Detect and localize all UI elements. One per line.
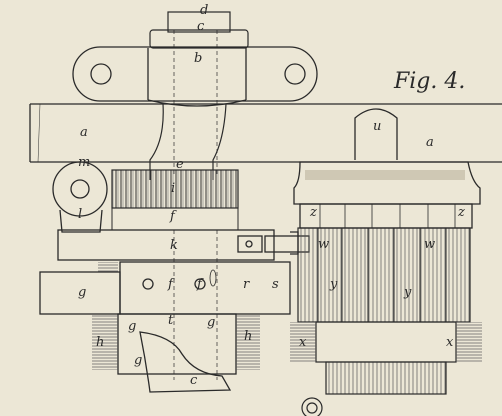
label-h-mid: h — [244, 329, 252, 344]
gear-wheel-i — [111, 169, 239, 231]
label-g-small-right: g — [207, 315, 215, 330]
label-g-small-left: g — [128, 319, 136, 334]
label-k: k — [170, 238, 178, 253]
label-b: b — [194, 51, 202, 66]
label-z-right: z — [457, 205, 465, 220]
label-l: l — [78, 207, 82, 222]
label-w-right: w — [424, 237, 435, 252]
label-x-right: x — [446, 335, 454, 350]
lower-left-mechanism — [39, 230, 291, 393]
label-g-bottom: g — [134, 353, 142, 368]
label-a-left: a — [80, 125, 88, 140]
label-m: m — [78, 155, 90, 170]
part-labels: d c b a a u e m i l f k z z w w g f f r … — [78, 3, 465, 388]
label-f-lower: f — [167, 277, 175, 292]
frame-bar — [29, 103, 502, 163]
label-f-upper: f — [169, 209, 177, 224]
eye-m — [52, 161, 108, 233]
column — [149, 30, 227, 180]
label-d: d — [200, 3, 208, 18]
label-g-left: g — [78, 285, 86, 300]
comb-assembly — [290, 227, 482, 395]
label-a-right: a — [426, 135, 434, 150]
right-gear-housing — [293, 161, 481, 229]
label-x-left: x — [299, 335, 307, 350]
link-plate — [72, 46, 318, 107]
label-u: u — [373, 119, 381, 134]
label-i: i — [171, 181, 175, 196]
label-t: t — [168, 313, 174, 328]
bearing-u — [354, 108, 398, 160]
label-z-left: z — [309, 205, 317, 220]
label-y-mid: y — [403, 285, 412, 300]
label-r: r — [243, 277, 250, 292]
label-y-left: y — [329, 277, 338, 292]
figure-caption: Fig. 4. — [393, 69, 465, 94]
label-c-bottom: c — [190, 373, 198, 388]
top-spindle — [149, 11, 249, 49]
bottom-eye — [301, 397, 323, 416]
label-s: s — [272, 277, 279, 292]
label-h-left: h — [96, 335, 104, 350]
label-f-lower2: f — [196, 277, 204, 292]
label-e: e — [176, 157, 184, 172]
label-c-top: c — [197, 19, 205, 34]
bar-k — [57, 229, 310, 261]
label-w-left: w — [318, 237, 329, 252]
